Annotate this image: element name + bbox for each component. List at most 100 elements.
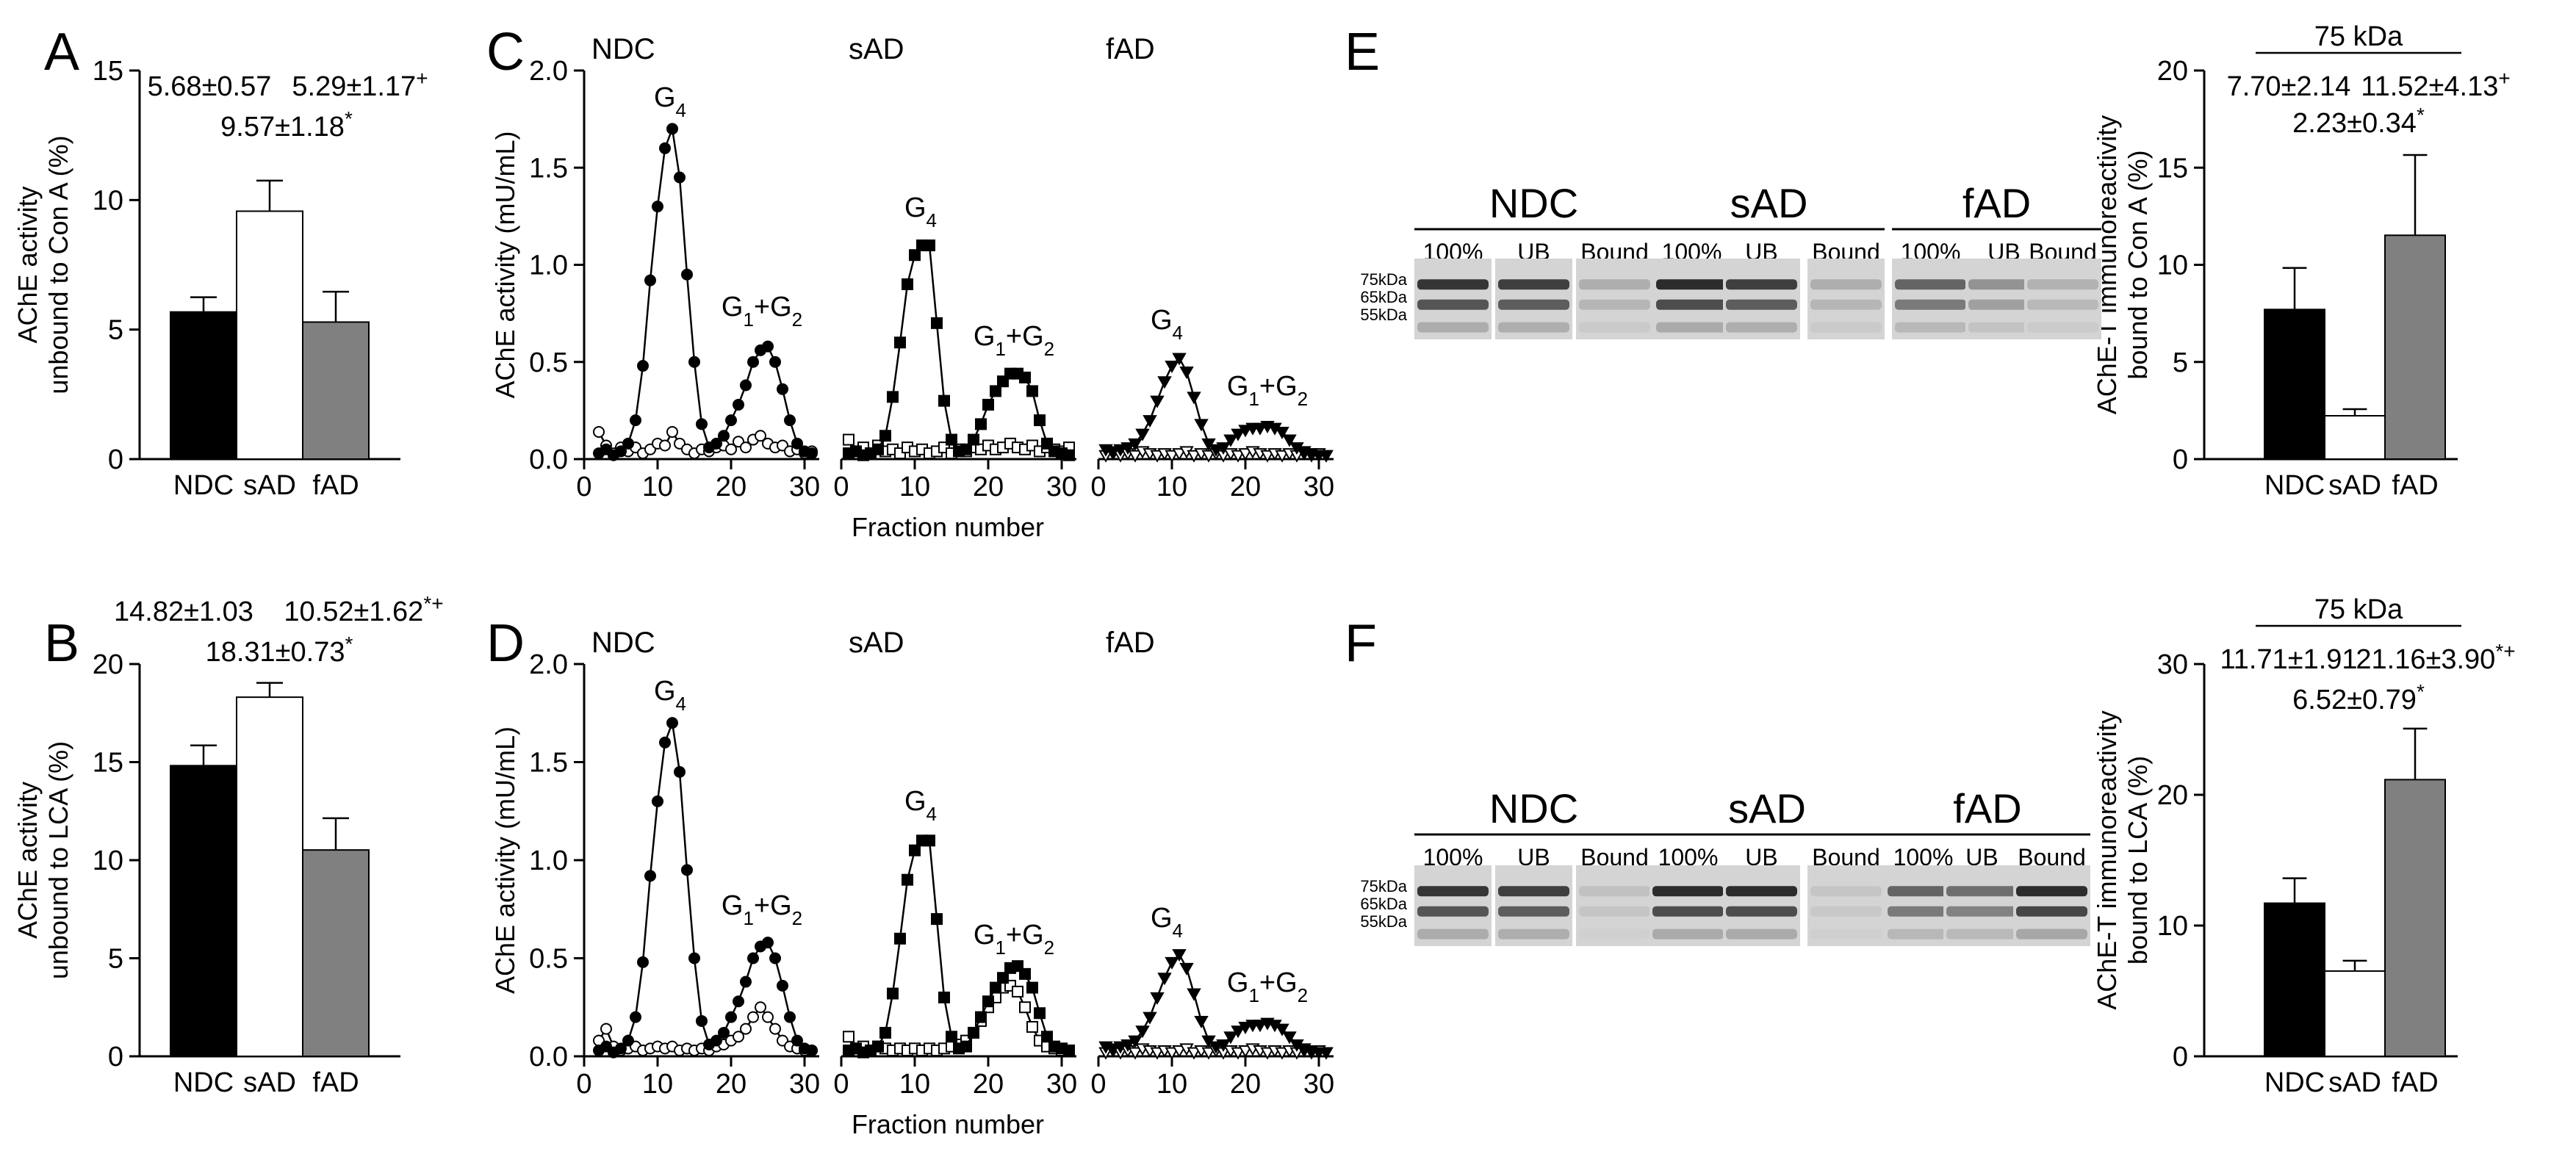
data-point-filled: [990, 385, 1001, 397]
data-point-filled: [1201, 1035, 1216, 1048]
data-point-filled: [968, 433, 979, 446]
data-point-filled: [1143, 415, 1157, 428]
blot-band: [1888, 886, 1959, 897]
bar-fAD: [302, 321, 370, 460]
data-point-open: [755, 1001, 766, 1014]
bar-sAD: [236, 210, 303, 460]
molecular-weight-marker: 65kDa: [1360, 288, 1407, 306]
data-point-filled: [710, 1034, 722, 1047]
annotation-value: 5.68±0.57: [148, 71, 272, 102]
group-label: NDC: [591, 627, 655, 659]
data-point-open: [769, 1023, 781, 1035]
blot-band: [1498, 928, 1569, 940]
data-point-filled: [769, 356, 781, 368]
group-label: sAD: [849, 627, 904, 659]
group-label: fAD: [1106, 627, 1155, 659]
blot-lane-image: [1495, 865, 1572, 946]
data-point-filled: [960, 443, 972, 455]
y-tick-label: 0.5: [529, 944, 568, 975]
x-tick-label: fAD: [312, 1067, 359, 1098]
data-point-filled: [1282, 1031, 1297, 1045]
bar-fAD: [302, 849, 370, 1057]
blot-band: [1417, 322, 1489, 333]
data-point-filled: [644, 870, 656, 882]
blot-band: [1810, 886, 1882, 897]
data-point-open: [762, 1011, 774, 1023]
y-axis-label: AChE-T immunoreactivitybound to LCA (%): [2092, 710, 2153, 1009]
x-tick-label: NDC: [173, 470, 234, 501]
data-point-open: [740, 1023, 752, 1035]
blot-band: [2016, 928, 2087, 940]
data-point-filled: [1128, 438, 1143, 451]
blot-lane-image: [1649, 865, 1727, 946]
blot-band: [1498, 322, 1569, 333]
y-tick-label: 10: [93, 845, 123, 876]
group-label: fAD: [1106, 33, 1155, 65]
peak-label-g1g2: G1+G2: [1227, 371, 1308, 410]
panel-letter: E: [1345, 23, 1380, 82]
panel-letter: F: [1345, 614, 1377, 673]
data-point-filled: [1165, 361, 1179, 374]
x-tick-label: NDC: [2264, 1067, 2325, 1098]
x-tick-label: fAD: [312, 470, 359, 501]
peak-label-g1g2: G1+G2: [722, 890, 802, 929]
data-point-filled: [674, 171, 686, 184]
x-tick-label: 10: [899, 1069, 930, 1100]
blot-band: [1417, 928, 1489, 940]
data-point-filled: [1120, 1039, 1135, 1052]
data-point-filled: [681, 864, 693, 876]
blot-band: [1895, 279, 1966, 290]
data-point-filled: [879, 1026, 891, 1039]
data-point-filled: [806, 447, 818, 460]
bar-sAD: [236, 696, 303, 1057]
data-point-filled: [909, 249, 921, 262]
blot-lane-image: [1943, 865, 2021, 946]
y-tick-label: 10: [2157, 250, 2188, 281]
blot-band: [1946, 906, 2018, 917]
peak-label-g1g2: G1+G2: [722, 292, 802, 331]
x-tick-label: 10: [642, 1069, 673, 1100]
data-point-filled: [630, 1011, 641, 1023]
blot-band: [1895, 299, 1966, 310]
x-tick-label: 30: [1046, 1069, 1077, 1100]
molecular-weight-marker: 75kDa: [1360, 877, 1407, 895]
peak-label-g4: G4: [654, 82, 686, 121]
data-point-filled: [1238, 425, 1253, 438]
blot-band: [2027, 299, 2098, 310]
peak-label-g1g2: G1+G2: [974, 920, 1054, 959]
blot-band: [1968, 279, 2040, 290]
data-point-filled: [997, 972, 1009, 984]
data-point-filled: [1172, 949, 1187, 962]
blot-band: [1417, 299, 1489, 310]
annotation-value: 5.29±1.17+: [292, 67, 428, 102]
data-point-open: [1275, 1047, 1289, 1060]
blot-lane-image: [1807, 259, 1885, 339]
panel-letter: A: [44, 23, 79, 82]
data-point-open: [733, 1031, 744, 1043]
data-point-filled: [975, 418, 987, 430]
data-point-filled: [1041, 1031, 1053, 1043]
data-point-filled: [931, 913, 943, 926]
data-point-filled: [902, 873, 913, 886]
y-tick-label: 5: [108, 944, 123, 975]
y-axis-label: AChE-T immunoreactivitybound to Con A (%…: [2092, 115, 2153, 414]
data-point-filled: [733, 398, 744, 411]
annotation-value: 21.16±3.90*+: [2356, 640, 2515, 675]
data-point-open: [1187, 450, 1201, 463]
x-axis-label: Fraction number: [852, 512, 1044, 542]
data-point-open: [593, 425, 605, 438]
blot-lane-image: [2013, 865, 2090, 946]
annotation-value: 11.52±4.13+: [2361, 67, 2510, 102]
data-point-filled: [791, 437, 803, 450]
y-tick-label: 20: [2157, 56, 2188, 87]
y-tick-label: 5: [2173, 347, 2188, 378]
x-tick-label: 10: [642, 472, 673, 502]
data-point-filled: [1194, 1015, 1209, 1028]
data-point-filled: [777, 383, 788, 395]
data-point-filled: [688, 356, 700, 368]
y-tick-label: 20: [2157, 780, 2188, 811]
